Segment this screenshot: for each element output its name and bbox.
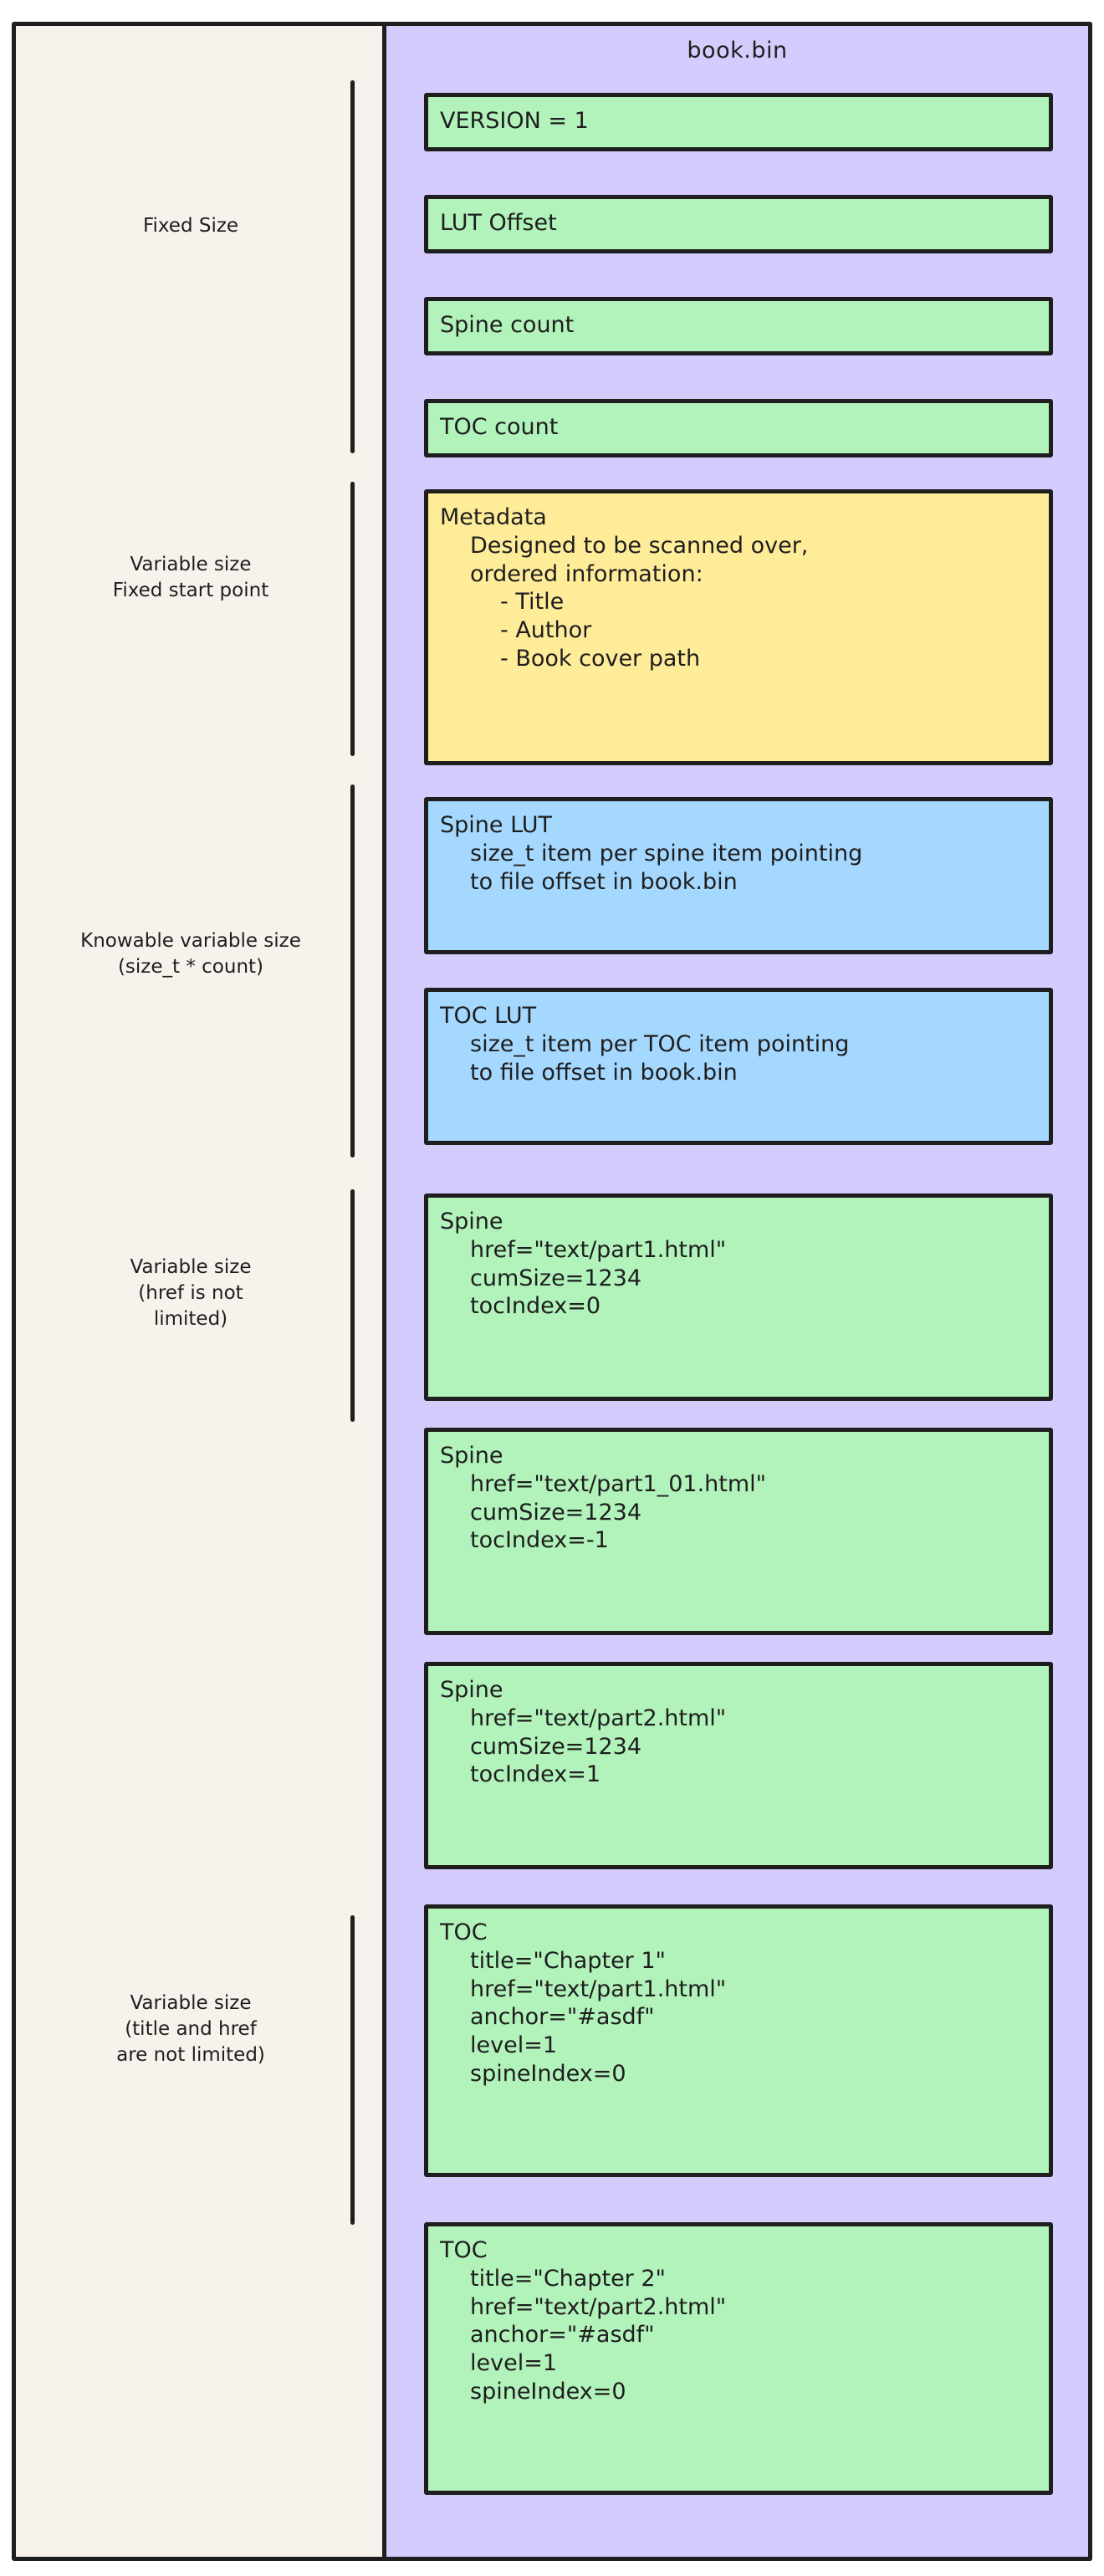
record-line: cumSize=1234 — [470, 1499, 642, 1526]
record-line: Designed to be scanned over, — [470, 532, 809, 559]
record-line: tocIndex=-1 — [470, 1527, 609, 1554]
group-label-line: Variable size — [130, 1992, 252, 2014]
group-label-line: are not limited) — [116, 2044, 265, 2067]
record-line: href="text/part2.html" — [470, 1705, 727, 1731]
record-line: to file offset in book.bin — [470, 1059, 738, 1086]
record-line: - Title — [500, 589, 565, 616]
group-label-line: Variable size — [130, 554, 252, 575]
record-line: cumSize=1234 — [470, 1265, 642, 1291]
record-line: size_t item per spine item pointing — [470, 840, 863, 866]
record-line: tocIndex=0 — [470, 1293, 601, 1320]
bracket-variable-fixed-start — [350, 482, 355, 756]
record-line: TOC — [440, 1919, 488, 1945]
record-toc-1[interactable]: TOC title="Chapter 1" href="text/part1.h… — [424, 1904, 1053, 2177]
record-line: LUT Offset — [440, 210, 557, 236]
record-line: anchor="#asdf" — [470, 2004, 655, 2031]
record-line: Metadata — [440, 504, 547, 530]
group-label-knowable-variable-size: Knowable variable size (size_t * count) — [49, 928, 333, 980]
record-line: Spine count — [440, 312, 575, 338]
record-spine-count[interactable]: Spine count — [424, 297, 1053, 355]
group-label-line: Fixed Size — [142, 215, 239, 237]
record-line: title="Chapter 1" — [470, 1947, 666, 1974]
record-line: href="text/part1.html" — [470, 1975, 727, 2002]
record-line: Spine LUT — [440, 812, 553, 838]
record-line: spineIndex=0 — [470, 2060, 626, 2087]
file-title: book.bin — [687, 38, 788, 64]
record-line: to file offset in book.bin — [470, 868, 738, 895]
record-line: cumSize=1234 — [470, 1733, 642, 1760]
record-line: size_t item per TOC item pointing — [470, 1030, 850, 1057]
bracket-variable-href — [350, 1189, 355, 1422]
book-file-container: book.bin VERSION = 1 LUT Offset Spine co… — [382, 22, 1092, 2561]
record-metadata[interactable]: Metadata Designed to be scanned over, or… — [424, 489, 1053, 765]
record-spine-lut[interactable]: Spine LUT size_t item per spine item poi… — [424, 797, 1053, 954]
record-line: href="text/part1_01.html" — [470, 1470, 767, 1497]
record-toc-2[interactable]: TOC title="Chapter 2" href="text/part2.h… — [424, 2222, 1053, 2495]
record-line: TOC — [440, 2237, 488, 2263]
group-label-line: (size_t * count) — [117, 956, 264, 979]
record-spine-2[interactable]: Spine href="text/part1_01.html" cumSize=… — [424, 1428, 1053, 1635]
record-line: TOC count — [440, 414, 559, 440]
record-line: tocIndex=1 — [470, 1761, 601, 1788]
record-line: Spine — [440, 1443, 503, 1469]
group-label-line: Knowable variable size — [80, 930, 301, 952]
group-label-line: limited) — [153, 1308, 228, 1331]
record-line: TOC LUT — [440, 1003, 537, 1029]
record-spine-3[interactable]: Spine href="text/part2.html" cumSize=123… — [424, 1662, 1053, 1869]
record-line: level=1 — [470, 2350, 558, 2376]
record-line: - Author — [500, 617, 592, 643]
record-toc-lut[interactable]: TOC LUT size_t item per TOC item pointin… — [424, 988, 1053, 1145]
group-label-fixed-size: Fixed Size — [49, 213, 333, 239]
record-toc-count[interactable]: TOC count — [424, 399, 1053, 457]
record-line: - Book cover path — [500, 645, 701, 672]
group-label-variable-size-href: Variable size (href is not limited) — [49, 1255, 333, 1332]
record-line: href="text/part1.html" — [470, 1236, 727, 1263]
group-label-line: (title and href — [125, 2018, 257, 2041]
record-line: VERSION = 1 — [440, 108, 589, 134]
bracket-variable-title-href — [350, 1915, 355, 2225]
record-line: anchor="#asdf" — [470, 2322, 655, 2349]
group-label-variable-size-title-href: Variable size (title and href are not li… — [49, 1991, 333, 2068]
record-line: href="text/part2.html" — [470, 2293, 727, 2320]
record-line: Spine — [440, 1209, 503, 1234]
group-label-line: Variable size — [130, 1256, 252, 1278]
record-line: title="Chapter 2" — [470, 2265, 666, 2292]
record-lut-offset[interactable]: LUT Offset — [424, 195, 1053, 253]
record-version[interactable]: VERSION = 1 — [424, 93, 1053, 151]
bracket-fixed-size — [350, 80, 355, 453]
group-label-line: Fixed start point — [112, 580, 269, 602]
group-label-variable-size-fixed-start: Variable size Fixed start point — [49, 552, 333, 604]
group-label-line: (href is not — [138, 1282, 243, 1305]
record-line: level=1 — [470, 2032, 558, 2058]
bracket-knowable-variable — [350, 785, 355, 1158]
record-line: ordered information: — [470, 560, 703, 587]
record-line: Spine — [440, 1677, 503, 1703]
record-spine-1[interactable]: Spine href="text/part1.html" cumSize=123… — [424, 1193, 1053, 1401]
record-line: spineIndex=0 — [470, 2378, 626, 2405]
